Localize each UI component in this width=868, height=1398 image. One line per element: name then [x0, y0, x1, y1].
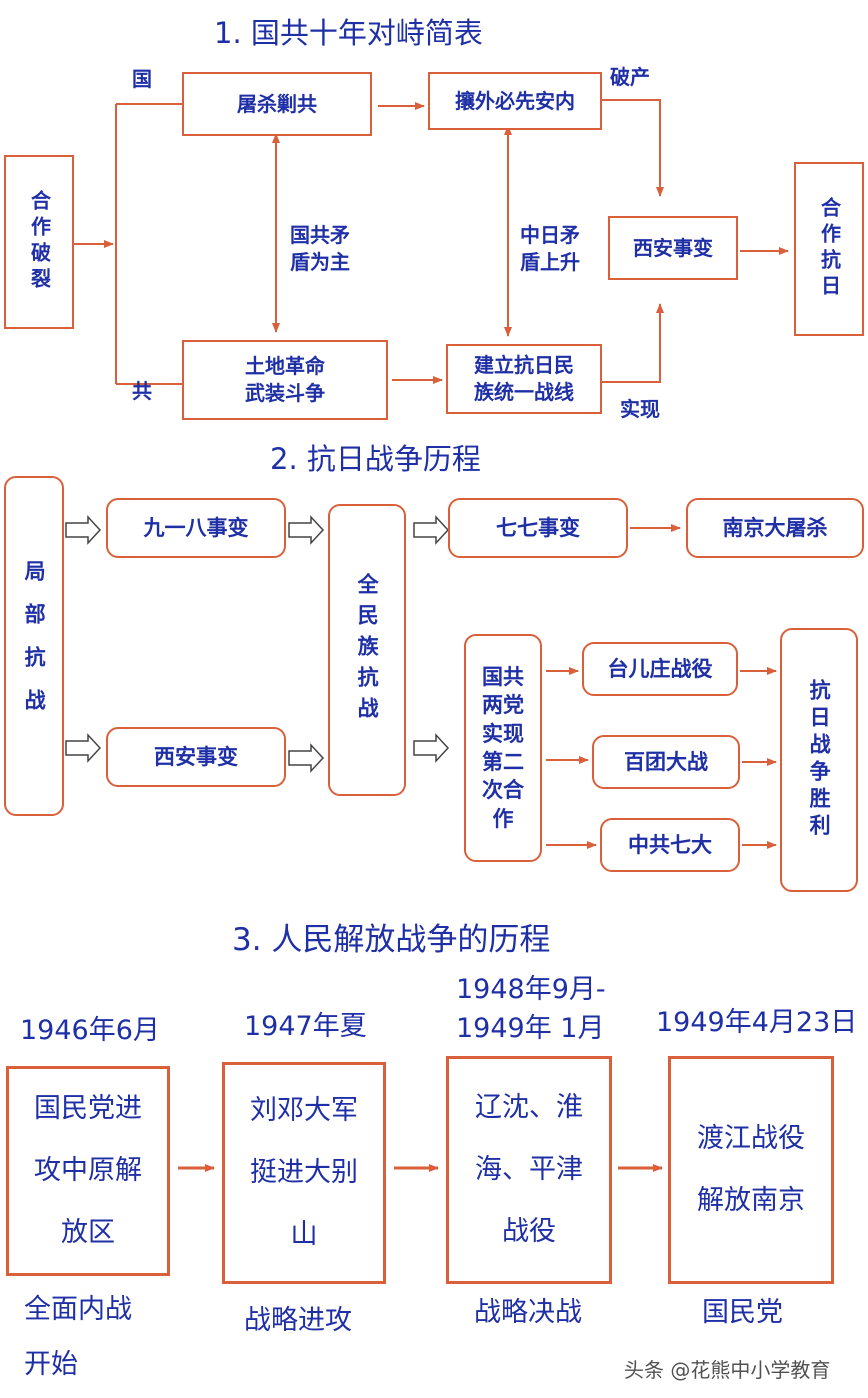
watermark: 头条 @花熊中小学教育: [624, 1358, 831, 1382]
box-zhonggong-qida: 中共七大: [600, 818, 740, 872]
caption-zhanlue-juezhan: 战略决战: [474, 1297, 582, 1328]
label-guo: 国: [132, 67, 152, 91]
arrow-pochan-to-xian: [602, 99, 664, 197]
section2-title: 2. 抗日战争历程: [270, 442, 481, 476]
hollow-arrow-4: [65, 733, 102, 763]
label-guogong-maodun: 国共矛 盾为主: [290, 223, 350, 274]
box-tusha-jiaogong: 屠杀剿共: [182, 72, 372, 136]
label-gong: 共: [132, 379, 152, 403]
box-dujiang-zhanyi: 渡江战役 解放南京: [668, 1056, 834, 1284]
box-xian-shibian-2: 西安事变: [106, 727, 286, 787]
box-guogong-dierci-hezuo: 国共 两党 实现 第二 次合 作: [464, 634, 542, 862]
box-quanminzu-kangzhan: 全民族抗战: [328, 504, 406, 796]
arrow-shixian-to-xian: [602, 303, 664, 383]
hollow-arrow-2: [288, 515, 325, 545]
hollow-arrow-3: [413, 515, 450, 545]
section1-title: 1. 国共十年对峙简表: [214, 16, 483, 50]
hollow-arrow-1: [65, 515, 102, 545]
box-taierzhuang: 台儿庄战役: [582, 642, 738, 696]
date-1946: 1946年6月: [20, 1015, 160, 1046]
caption-guomindang: 国民党: [702, 1297, 783, 1328]
date-1947: 1947年夏: [244, 1011, 367, 1042]
date-1948-1949: 1948年9月- 1949年 1月: [456, 974, 606, 1045]
hollow-arrow-5: [288, 743, 325, 773]
box-jianli-tongyi: 建立抗日民 族统一战线: [446, 344, 602, 414]
label-shixian: 实现: [620, 397, 660, 421]
label-zhongri-maodun: 中日矛 盾上升: [520, 223, 580, 274]
box-jingong-zhongyuan: 国民党进 攻中原解 放区: [6, 1066, 170, 1276]
box-xian-shibian: 西安事变: [608, 216, 738, 280]
box-baituan-dazhan: 百团大战: [592, 735, 740, 789]
box-kangri-shengli: 抗日战争胜利: [780, 628, 858, 892]
caption-quanmian-neizhan: 全面内战 开始: [24, 1294, 132, 1381]
box-jiuyiba: 九一八事变: [106, 498, 286, 558]
box-nanjing-datusha: 南京大屠杀: [686, 498, 864, 558]
box-jubu-kangzhan: 局部抗战: [4, 476, 64, 816]
label-pochan: 破产: [610, 65, 650, 89]
box-qiqi-shibian: 七七事变: [448, 498, 628, 558]
box-hezuo-polie: 合作破裂: [4, 155, 74, 329]
box-liudeng-dabieshan: 刘邓大军 挺进大别 山: [222, 1062, 386, 1284]
box-rangwai: 攘外必先安内: [428, 72, 602, 130]
hollow-arrow-6: [413, 733, 450, 763]
box-tudi-geming: 土地革命 武装斗争: [182, 340, 388, 420]
section3-title: 3. 人民解放战争的历程: [232, 922, 551, 958]
box-sanda-zhanyi: 辽沈、淮 海、平津 战役: [446, 1056, 612, 1284]
date-1949-04-23: 1949年4月23日: [656, 1007, 858, 1038]
box-hezuo-kangri: 合作抗日: [794, 162, 864, 336]
caption-zhanlue-jingong: 战略进攻: [244, 1305, 352, 1336]
